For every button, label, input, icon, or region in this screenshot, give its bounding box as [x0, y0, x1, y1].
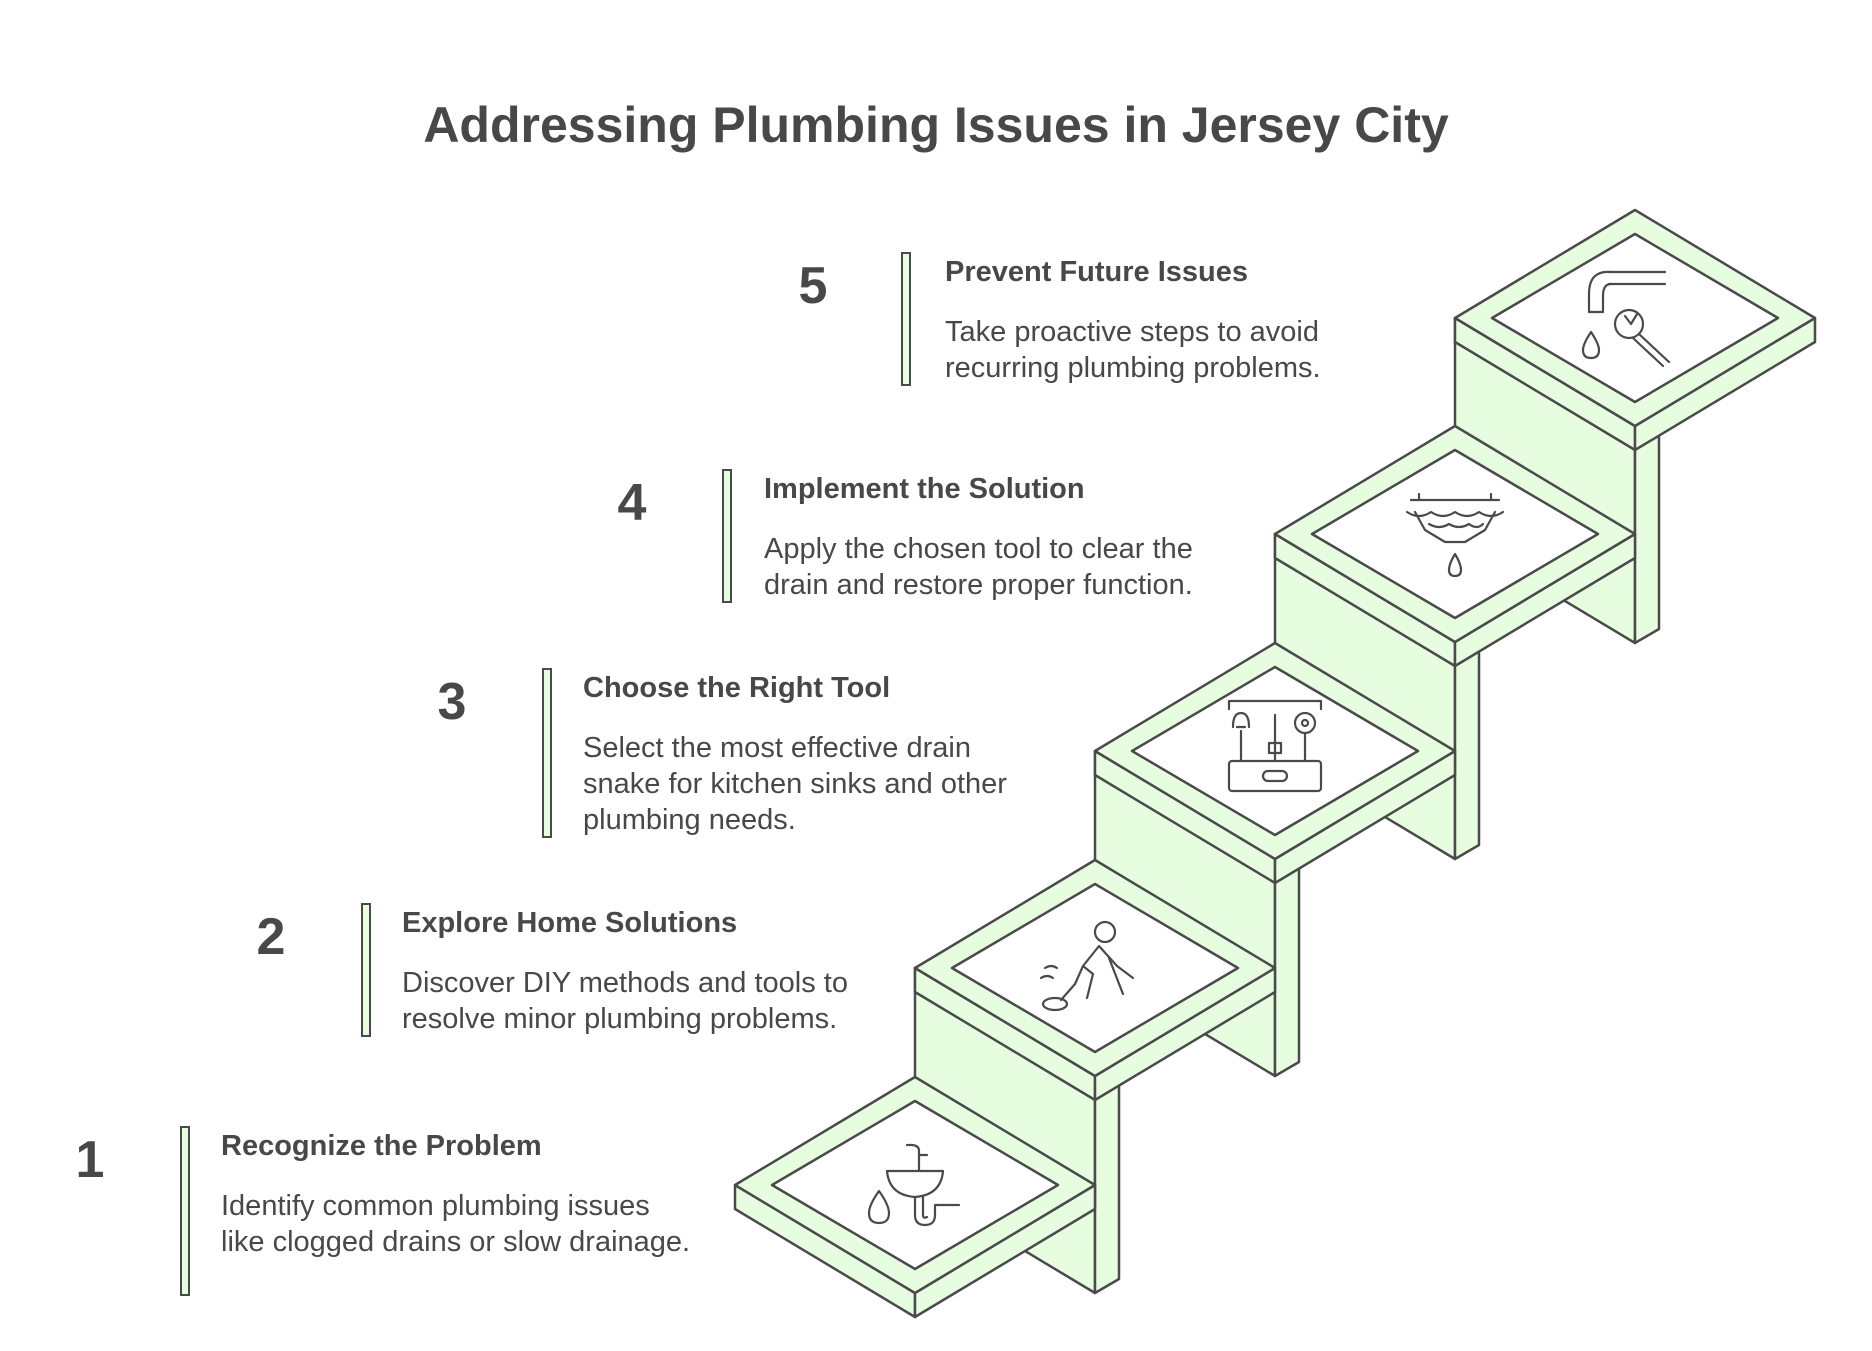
toolbox-icon — [1227, 699, 1323, 793]
step-1-number: 1 — [75, 1131, 105, 1189]
step-1-description: Identify common plumbing issues like clo… — [221, 1190, 691, 1258]
step-4-bar — [722, 469, 732, 603]
step-4-number: 4 — [617, 474, 647, 532]
step-2-description: Discover DIY methods and tools to resolv… — [402, 967, 848, 1035]
step-3-bar — [542, 668, 552, 838]
step-5-description: Take proactive steps to avoid recurring … — [945, 316, 1321, 384]
step-5-title: Prevent Future Issues — [945, 256, 1248, 288]
drain-drip-icon — [1405, 492, 1505, 578]
step-3-title: Choose the Right Tool — [583, 672, 891, 704]
step-5-number: 5 — [798, 257, 828, 315]
sink-drip-icon — [867, 1143, 961, 1227]
step-3-description: Select the most effective drain snake fo… — [583, 732, 1007, 836]
step-1-platform — [733, 1075, 1097, 1319]
step-2-bar — [361, 903, 371, 1037]
step-1-bar — [180, 1126, 190, 1296]
step-4-description: Apply the chosen tool to clear the drain… — [764, 533, 1193, 601]
step-2-number: 2 — [256, 908, 286, 966]
step-4-title: Implement the Solution — [764, 473, 1085, 505]
step-2-title: Explore Home Solutions — [402, 907, 738, 939]
step-1-title: Recognize the Problem — [221, 1130, 542, 1162]
step-5-bar — [901, 252, 911, 386]
faucet-wrench-icon — [1581, 270, 1671, 368]
step-3-number: 3 — [437, 673, 467, 731]
page-title: Addressing Plumbing Issues in Jersey Cit… — [423, 97, 1449, 153]
person-plunger-icon — [1039, 920, 1135, 1012]
